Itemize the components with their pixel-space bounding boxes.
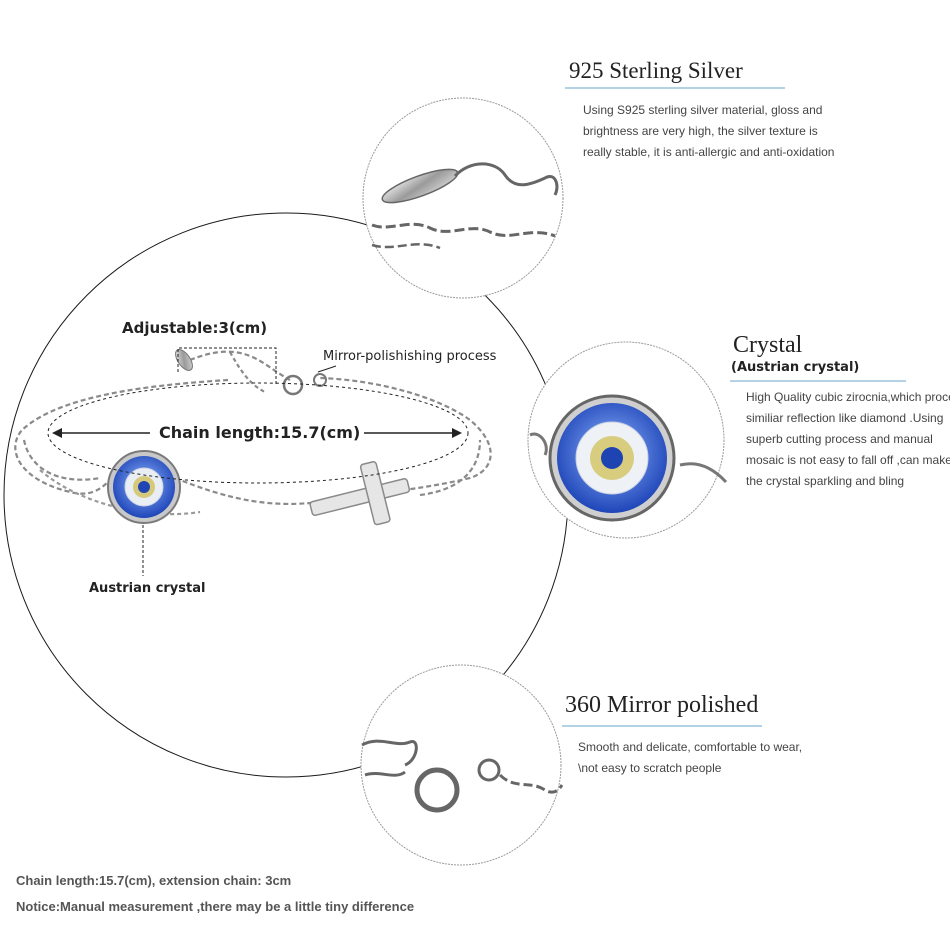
mirror-process-label: Mirror-polishishing process	[323, 349, 497, 364]
mirror-pointer-line	[317, 365, 337, 373]
tail-tag	[175, 349, 193, 371]
desc-line: \not easy to scratch people	[578, 761, 722, 775]
desc-line: brightness are very high, the silver tex…	[583, 124, 818, 138]
detail-circle-bottom	[360, 664, 562, 866]
desc-line: High Quality cubic zirocnia,which proce	[746, 390, 950, 404]
desc-line: Using S925 sterling silver material, glo…	[583, 103, 823, 117]
feature-desc-mirror-polished: Smooth and delicate, comfortable to wear…	[578, 737, 938, 779]
detail-spring-clasp	[361, 739, 564, 813]
footer-chain-length: Chain length:15.7(cm), extension chain: …	[16, 873, 292, 888]
feature-desc-crystal: High Quality cubic zirocnia,which proce …	[746, 387, 950, 492]
desc-line: superb cutting process and manual	[746, 432, 933, 446]
feature-subtitle-crystal: (Austrian crystal)	[731, 360, 860, 375]
desc-line: Smooth and delicate, comfortable to wear…	[578, 740, 803, 754]
adjustable-bracket	[177, 347, 277, 384]
desc-line: similiar reflection like diamond .Using	[746, 411, 944, 425]
feature-title-crystal: Crystal	[733, 332, 803, 358]
detail-circle-top	[362, 97, 564, 299]
feature-desc-sterling-silver: Using S925 sterling silver material, glo…	[583, 100, 923, 163]
cross-charm	[309, 461, 411, 526]
austrian-crystal-label: Austrian crystal	[89, 581, 206, 596]
desc-line: mosaic is not easy to fall off ,can make	[746, 453, 950, 467]
jump-ring	[313, 373, 327, 387]
detail-evil-eye	[529, 394, 728, 522]
feature-title-sterling-silver: 925 Sterling Silver	[569, 58, 743, 83]
footer-notice: Notice:Manual measurement ,there may be …	[16, 899, 415, 914]
arrowhead-left	[52, 428, 62, 438]
adjustable-label: Adjustable:3(cm)	[122, 319, 268, 337]
desc-line: the crystal sparkling and bling	[746, 474, 905, 488]
spring-ring	[282, 374, 304, 396]
chain-length-label: Chain length:15.7(cm)	[155, 423, 365, 442]
evil-eye-charm	[107, 450, 181, 524]
arrowhead-right	[452, 428, 462, 438]
feature-title-mirror-polished: 360 Mirror polished	[565, 692, 759, 718]
detail-extension-chain	[371, 162, 559, 250]
desc-line: really stable, it is anti-allergic and a…	[583, 145, 835, 159]
chain-length-guide	[47, 382, 469, 484]
